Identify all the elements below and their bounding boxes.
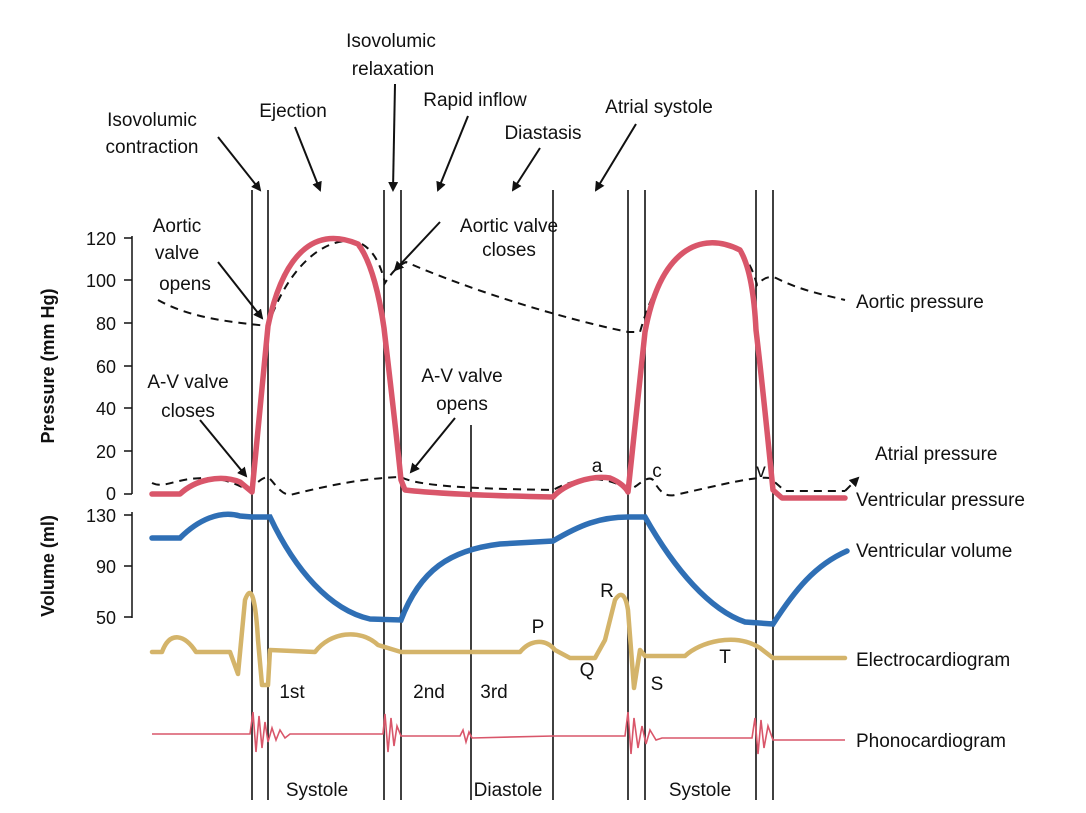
tick-label: 20	[96, 442, 116, 462]
electrocardiogram-trace	[149, 590, 848, 691]
phase-label-atrial-systole: Atrial systole	[605, 97, 713, 118]
wave-c: c	[652, 461, 662, 482]
tick-label: 50	[96, 608, 116, 628]
phase-label-isovolumic-relaxation: Isovolumic	[346, 31, 436, 52]
heart-sound-3rd: 3rd	[480, 682, 507, 703]
event-aortic-valve-opens: Aortic	[153, 216, 202, 237]
pressure-tick-labels: 120 100 80 60 40 20 0	[86, 229, 116, 504]
event-aortic-valve-opens: valve	[155, 243, 199, 264]
ecg-wave-Q: Q	[580, 660, 595, 681]
phase-label-isovolumic-contraction: Isovolumic	[107, 110, 197, 131]
tick-label: 0	[106, 484, 116, 504]
phase-arrows	[217, 83, 637, 192]
cycle-phase-labels: Systole Diastole Systole	[286, 780, 731, 801]
tick-label: 80	[96, 314, 116, 334]
atrial-pressure-curve	[151, 475, 845, 497]
pressure-axis-title: Pressure (mm Hg)	[38, 288, 58, 443]
event-av-valve-opens: A-V valve	[421, 366, 502, 387]
phase-label-ejection: Ejection	[259, 101, 327, 122]
heart-sound-2nd: 2nd	[413, 682, 445, 703]
event-labels: Aortic valve opens Aortic valve closes A…	[147, 216, 558, 422]
tick-label: 120	[86, 229, 116, 249]
volume-axis-title: Volume (ml)	[38, 515, 58, 617]
atrial-arrow-line	[844, 476, 860, 492]
ventricular-volume-curve	[149, 511, 850, 627]
event-av-valve-closes: A-V valve	[147, 372, 228, 393]
event-av-valve-closes: closes	[161, 401, 215, 422]
ecg-wave-S: S	[651, 674, 664, 695]
event-arrows	[199, 221, 456, 478]
ecg-wave-R: R	[600, 581, 614, 602]
event-aortic-valve-closes: Aortic valve	[460, 216, 558, 237]
trace-labels: Aortic pressure Atrial pressure Ventricu…	[856, 292, 1025, 752]
tick-label: 60	[96, 357, 116, 377]
phase-labels: Isovolumic contraction Ejection Isovolum…	[106, 31, 713, 158]
label-aortic-pressure: Aortic pressure	[856, 292, 984, 313]
volume-tick-labels: 130 90 50	[86, 506, 116, 628]
tick-label: 130	[86, 506, 116, 526]
cycle-phase-systole: Systole	[669, 780, 731, 801]
wave-a: a	[592, 456, 603, 477]
event-aortic-valve-opens: opens	[159, 274, 211, 295]
phase-label-diastasis: Diastasis	[504, 123, 581, 144]
cycle-phase-systole: Systole	[286, 780, 348, 801]
heart-sound-labels: 1st 2nd 3rd	[279, 682, 507, 703]
label-electrocardiogram: Electrocardiogram	[856, 650, 1010, 671]
label-ventricular-pressure: Ventricular pressure	[856, 490, 1025, 511]
label-ventricular-volume: Ventricular volume	[856, 541, 1012, 562]
event-av-valve-opens: opens	[436, 394, 488, 415]
phase-label-isovolumic-relaxation: relaxation	[352, 59, 434, 80]
wave-v: v	[756, 461, 766, 482]
label-atrial-pressure: Atrial pressure	[875, 444, 998, 465]
phonocardiogram-trace	[152, 711, 845, 755]
wave-labels: a c v P Q R S T	[532, 456, 767, 695]
event-aortic-valve-closes: closes	[482, 240, 536, 261]
cycle-phase-diastole: Diastole	[474, 780, 543, 801]
volume-axis	[124, 512, 133, 618]
tick-label: 40	[96, 399, 116, 419]
ventricular-pressure-curve	[149, 235, 848, 501]
tick-label: 100	[86, 271, 116, 291]
heart-sound-1st: 1st	[279, 682, 305, 703]
ecg-wave-T: T	[719, 647, 731, 668]
aortic-pressure-curve	[157, 239, 846, 333]
pressure-axis	[124, 236, 133, 495]
phase-label-isovolumic-contraction: contraction	[106, 137, 199, 158]
ecg-wave-P: P	[532, 617, 545, 638]
phase-label-rapid-inflow: Rapid inflow	[423, 90, 527, 111]
label-phonocardiogram: Phonocardiogram	[856, 731, 1006, 752]
tick-label: 90	[96, 557, 116, 577]
